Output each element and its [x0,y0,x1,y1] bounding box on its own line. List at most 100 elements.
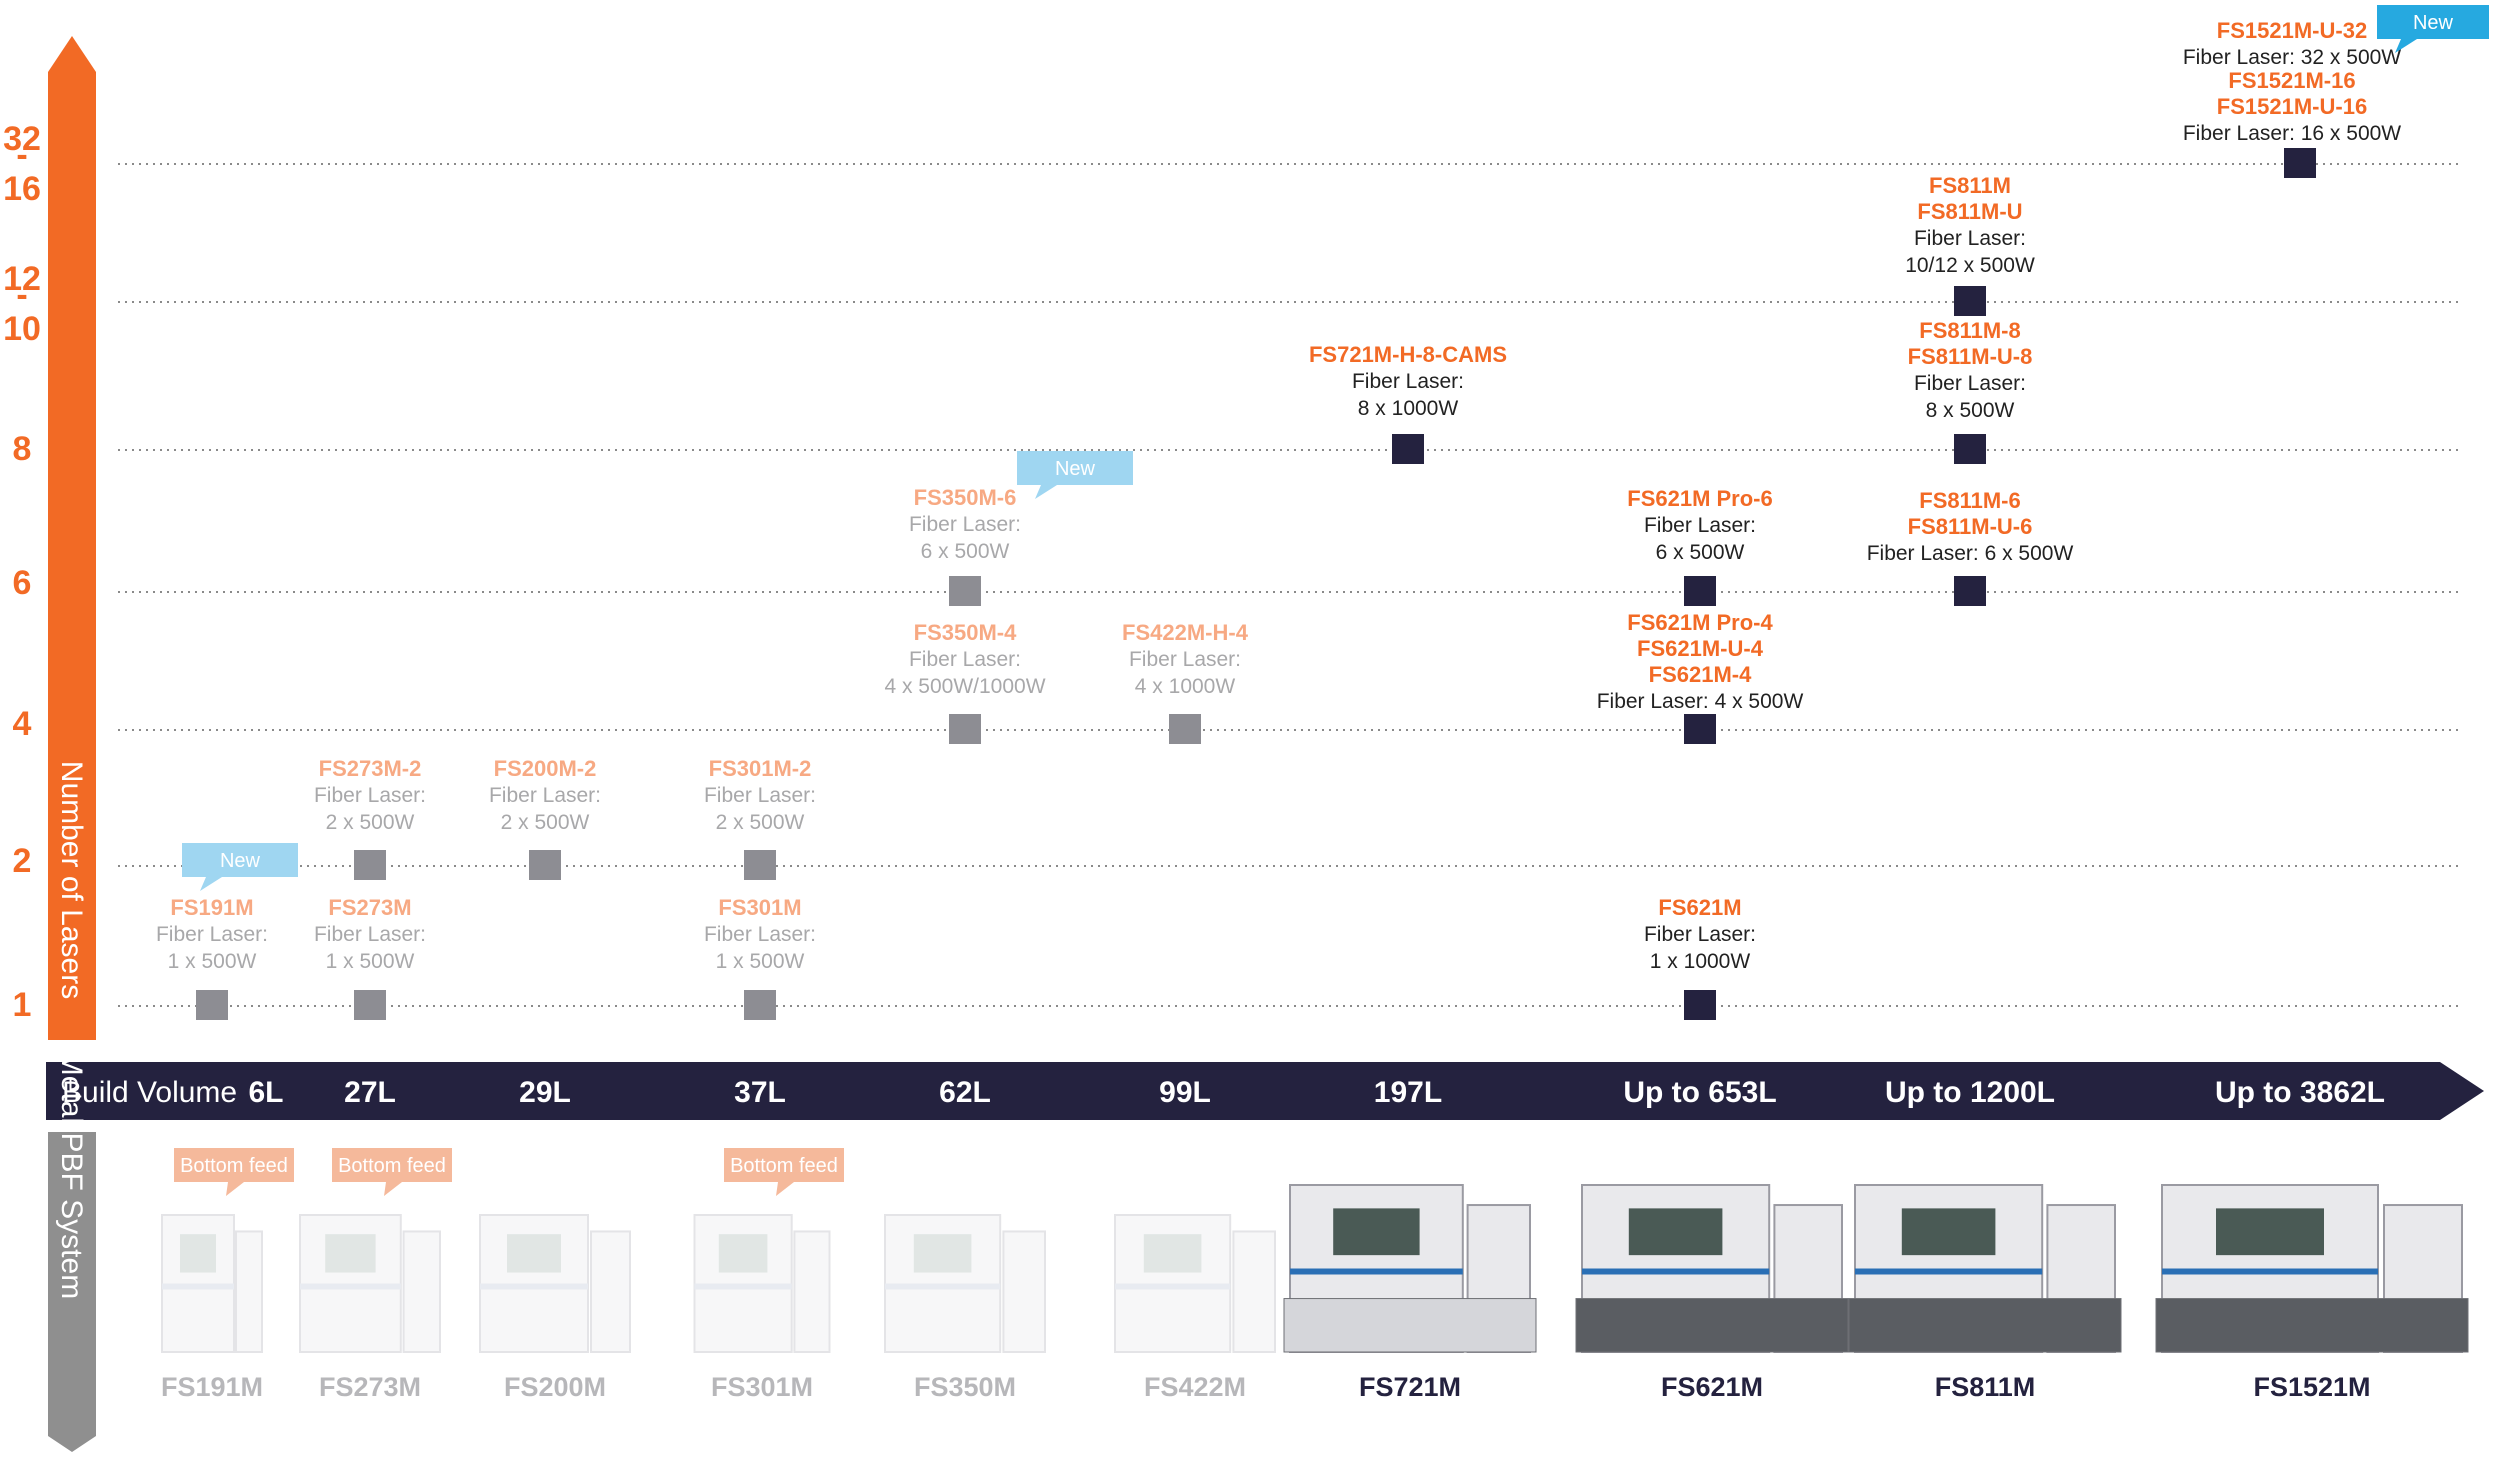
point-name: FS621M-4 [1649,662,1752,687]
machine-fs811m [1848,1184,2122,1354]
build-volume-label: 6L [248,1076,283,1109]
build-volume-label: 37L [734,1076,786,1109]
data-point-marker [1169,714,1201,744]
machine-window [1333,1208,1420,1256]
machine-accent-strip [1115,1283,1231,1290]
point-name: FS621M-U-4 [1637,636,1764,661]
point-spec: 6 x 500W [921,540,1010,563]
machine-accent-strip [1290,1268,1463,1275]
point-spec: Fiber Laser: [1352,370,1464,393]
point-name: FS811M-8 [1919,318,2021,343]
machine-window [913,1234,972,1273]
machine-window [180,1234,216,1273]
product-name: FS1521M [2253,1372,2370,1402]
y-axis-label: - [16,276,27,314]
point-spec: 4 x 1000W [1135,675,1236,698]
machine-side-unit [1002,1230,1047,1353]
machine-side-unit [793,1230,831,1353]
data-point-marker [1954,286,1986,316]
machine-window [507,1234,561,1273]
data-point-marker [354,850,386,880]
data-point-marker [949,576,981,606]
metal-pbf-arrow [48,1132,96,1452]
point-spec: Fiber Laser: [489,784,601,807]
data-point-marker [354,990,386,1020]
point-spec: Fiber Laser: [314,784,426,807]
new-tag-shape [2377,5,2489,53]
machine-window [325,1234,376,1273]
product-name: FS621M [1661,1372,1763,1402]
y-axis-label: 8 [13,430,32,468]
machine-fs301m [693,1214,831,1353]
y-axis-label: 16 [3,170,41,208]
data-point-marker [1392,434,1424,464]
machine-base [1575,1298,1849,1353]
point-spec: Fiber Laser: [1644,923,1756,946]
data-point-marker [2284,148,2316,178]
point-spec: Fiber Laser: 32 x 500W [2183,46,2401,69]
build-volume-label: 197L [1374,1076,1442,1109]
point-spec: Fiber Laser: [909,513,1021,536]
metal-pbf-title: Metal PBF System [55,1051,88,1299]
new-tag: New [220,850,261,872]
point-name: FS1521M-U-16 [2217,94,2367,119]
point-spec: Fiber Laser: [1914,372,2026,395]
point-name: FS811M-U [1917,199,2022,224]
point-spec: 1 x 500W [326,950,415,973]
point-spec: Fiber Laser: 16 x 500W [2183,122,2401,145]
point-name: FS422M-H-4 [1122,620,1249,645]
data-point-marker [744,990,776,1020]
data-point-marker [949,714,981,744]
point-spec: 2 x 500W [501,811,590,834]
data-point-marker [1684,576,1716,606]
point-name: FS301M [718,895,801,920]
point-spec: 1 x 1000W [1650,950,1751,973]
machine-accent-strip [1855,1268,2043,1275]
point-spec: Fiber Laser: [1129,648,1241,671]
machine-fs422m [1114,1214,1277,1353]
machine-fs621m [1575,1184,1849,1354]
machine-window [2216,1208,2324,1256]
bottom-feed-tag-shape [332,1148,452,1196]
machine-accent-strip [2162,1268,2378,1275]
machine-accent-strip [300,1283,401,1290]
point-spec: Fiber Laser: 4 x 500W [1597,690,1804,713]
product-name: FS301M [711,1372,813,1402]
machine-side-unit [590,1230,631,1353]
y-axis-label: 6 [13,564,32,602]
point-spec: Fiber Laser: [156,923,268,946]
product-name: FS422M [1144,1372,1246,1402]
machine-fs200m [479,1214,631,1353]
machine-accent-strip [162,1283,234,1290]
machine-fs350m [884,1214,1047,1353]
point-spec: 10/12 x 500W [1905,254,2035,277]
machine-fs1521m [2155,1184,2469,1354]
data-point-marker [1684,714,1716,744]
machine-accent-strip [1582,1268,1770,1275]
bottom-feed-tag: Bottom feed [730,1155,838,1177]
machine-side-unit [235,1230,263,1353]
point-name: FS811M-U-8 [1908,344,2033,369]
point-name: FS1521M-U-32 [2217,18,2367,43]
new-tag: New [1055,458,1096,480]
machine-base [2155,1298,2469,1353]
y-axis-label: 2 [13,842,32,880]
point-name: FS1521M-16 [2228,68,2355,93]
build-volume-title: Build Volume [62,1076,237,1109]
product-name: FS721M [1359,1372,1461,1402]
bottom-feed-tag-shape [174,1148,294,1196]
point-name: FS621M Pro-6 [1627,486,1773,511]
new-tag-shape [1017,451,1133,499]
point-spec: 8 x 1000W [1358,397,1459,420]
product-name: FS273M [319,1372,421,1402]
point-spec: Fiber Laser: [704,923,816,946]
point-spec: 6 x 500W [1656,541,1745,564]
product-name: FS200M [504,1372,606,1402]
point-name: FS621M Pro-4 [1627,610,1773,635]
new-tag-shape [182,843,298,891]
bottom-feed-tag: Bottom feed [180,1155,288,1177]
machine-accent-strip [480,1283,588,1290]
machine-side-unit [402,1230,442,1353]
